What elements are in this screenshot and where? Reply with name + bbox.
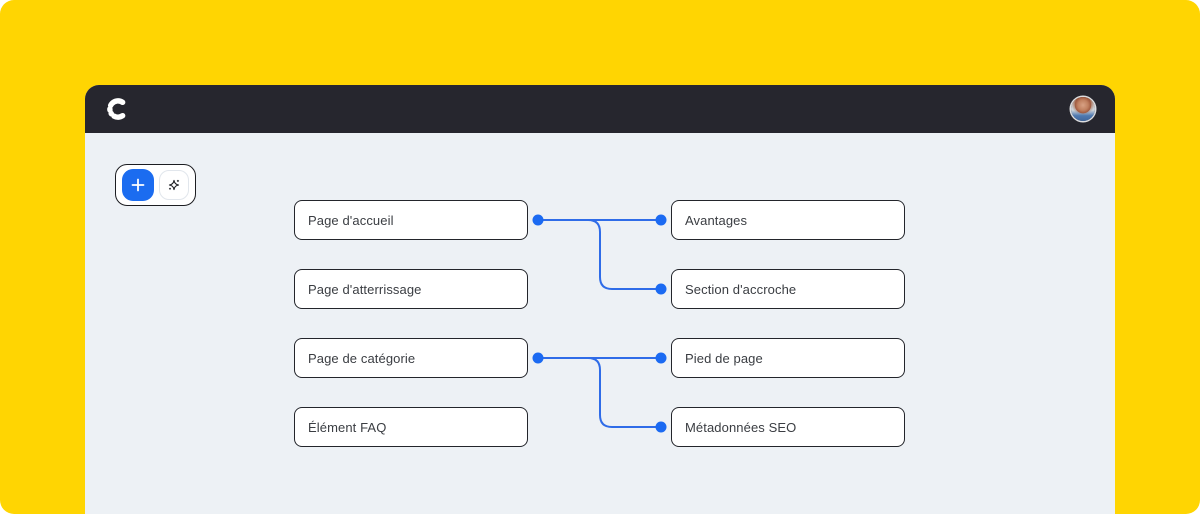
node-label: Section d'accroche xyxy=(685,281,797,297)
node-section-accroche[interactable]: Section d'accroche xyxy=(671,269,905,309)
connector-dot[interactable] xyxy=(655,352,667,364)
connector-accueil-accroche[interactable] xyxy=(587,219,661,290)
app-logo-c-icon xyxy=(105,94,135,124)
node-page-accueil[interactable]: Page d'accueil xyxy=(294,200,528,240)
node-label: Pied de page xyxy=(685,350,763,366)
user-avatar[interactable] xyxy=(1071,97,1095,121)
app-window: Page d'accueil Page d'atterrissage Page … xyxy=(85,85,1115,514)
canvas-toolbar xyxy=(115,164,196,206)
connector-dot[interactable] xyxy=(655,283,667,295)
connector-layer xyxy=(532,214,667,433)
node-metadonnees-seo[interactable]: Métadonnées SEO xyxy=(671,407,905,447)
node-label: Page d'atterrissage xyxy=(308,281,422,297)
node-label: Page de catégorie xyxy=(308,350,416,366)
connector-dot[interactable] xyxy=(655,214,667,226)
node-page-atterrissage[interactable]: Page d'atterrissage xyxy=(294,269,528,309)
ai-generate-button[interactable] xyxy=(159,170,189,200)
node-element-faq[interactable]: Élément FAQ xyxy=(294,407,528,447)
connector-categorie-seo[interactable] xyxy=(587,357,661,428)
app-header xyxy=(85,85,1115,133)
diagram-canvas[interactable]: Page d'accueil Page d'atterrissage Page … xyxy=(85,133,1115,514)
node-page-categorie[interactable]: Page de catégorie xyxy=(294,338,528,378)
node-label: Métadonnées SEO xyxy=(685,419,797,435)
node-label: Avantages xyxy=(685,212,748,228)
node-avantages[interactable]: Avantages xyxy=(671,200,905,240)
connector-dot[interactable] xyxy=(532,214,544,226)
plus-icon xyxy=(131,178,145,192)
sparkle-icon xyxy=(168,179,180,191)
node-pied-de-page[interactable]: Pied de page xyxy=(671,338,905,378)
node-label: Élément FAQ xyxy=(308,419,387,435)
connector-dot[interactable] xyxy=(532,352,544,364)
add-node-button[interactable] xyxy=(122,169,154,201)
node-label: Page d'accueil xyxy=(308,212,394,228)
connector-dot[interactable] xyxy=(655,421,667,433)
